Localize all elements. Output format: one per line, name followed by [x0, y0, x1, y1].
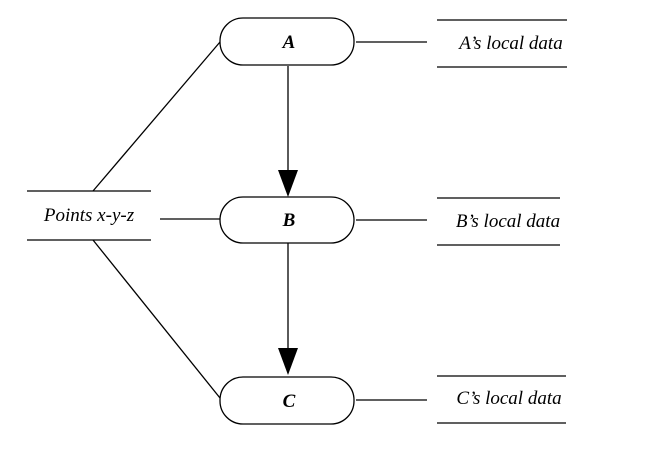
edge-points-to-c [92, 239, 221, 399]
node-b: B [219, 196, 355, 244]
arrow-a-to-b [278, 66, 298, 197]
data-store-b-local: B’s local data [437, 197, 560, 246]
data-store-c-local: C’s local data [437, 375, 566, 424]
data-store-a-local-label: A’s local data [457, 33, 562, 54]
edge-points-to-a [92, 41, 221, 192]
node-a: A [219, 17, 355, 66]
data-store-b-local-label: B’s local data [456, 211, 560, 232]
node-c: C [219, 376, 355, 425]
arrow-b-to-c [278, 243, 298, 375]
data-store-points: Points x-y-z [27, 190, 151, 241]
node-a-label: A [282, 32, 296, 53]
data-store-a-local: A’s local data [437, 19, 567, 68]
node-b-label: B [282, 210, 296, 231]
node-c-label: C [283, 391, 296, 412]
data-store-points-label: Points x-y-z [43, 205, 135, 226]
data-store-c-local-label: C’s local data [456, 388, 561, 409]
